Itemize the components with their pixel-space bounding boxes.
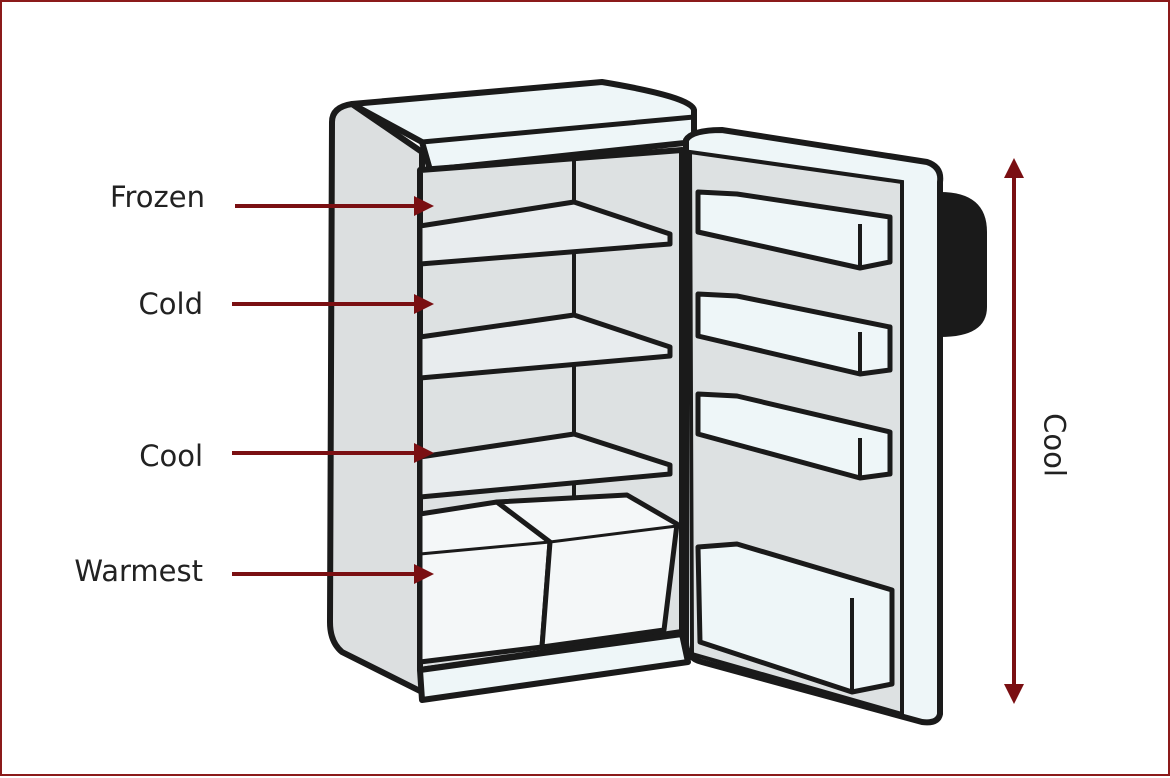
label-cool: Cool (139, 439, 203, 473)
door-handle (940, 192, 987, 337)
label-cold: Cold (138, 287, 203, 321)
door-bin-1 (695, 189, 893, 271)
fridge-side-panel (327, 101, 425, 695)
fridge-base (417, 631, 691, 703)
door-bin-4 (695, 541, 895, 695)
label-warmest: Warmest (74, 554, 203, 588)
door-bin-2 (695, 291, 893, 377)
label-frozen: Frozen (109, 180, 205, 214)
door-bin-3 (695, 391, 893, 481)
shelf-3 (417, 431, 673, 500)
shelf-2 (417, 312, 673, 381)
shelf-1 (417, 199, 673, 267)
label-door-cool: Cool (1037, 413, 1072, 477)
